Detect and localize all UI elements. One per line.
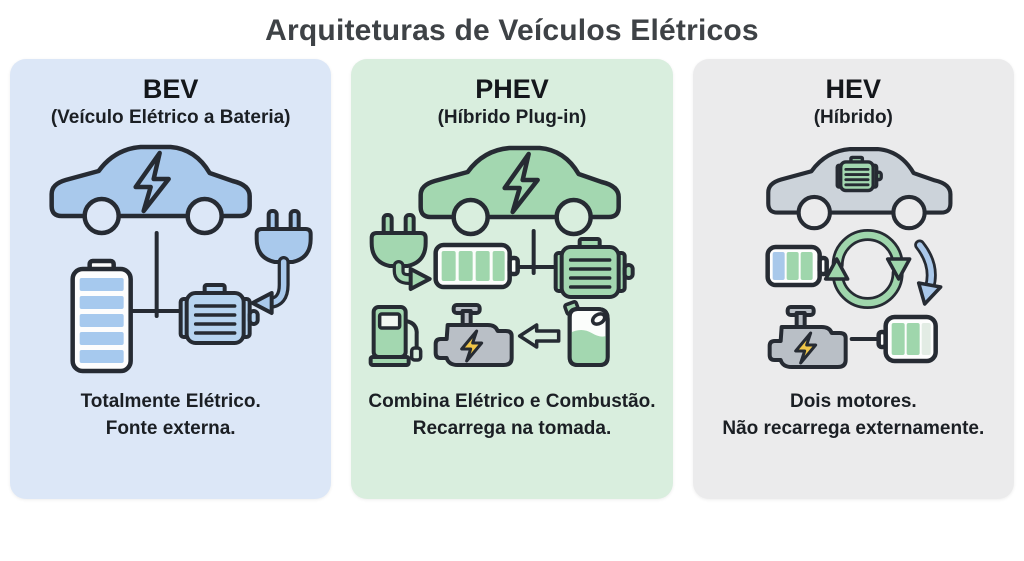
panel-phev-acronym: PHEV	[475, 74, 549, 104]
electric-car-icon	[49, 144, 252, 235]
panel-hev-subtitle: (Híbrido)	[813, 107, 893, 129]
panel-hev-desc-line1: Dois motores.	[789, 390, 917, 412]
bev-diagram	[49, 144, 313, 373]
energy-cycle-arrows-icon	[823, 228, 912, 309]
panel-hev-description: Dois motores. Não recarrega externamente…	[693, 389, 1014, 443]
combustion-engine-icon	[767, 304, 848, 369]
inner-motor-icon	[835, 155, 883, 192]
electric-motor-icon	[178, 282, 260, 345]
charging-plug-icon	[250, 208, 313, 315]
panel-hev-acronym: HEV	[825, 74, 882, 104]
battery-icon	[70, 258, 133, 373]
arrow-right-icon	[408, 266, 432, 291]
panel-phev: PHEV (Híbrido Plug-in)	[351, 59, 673, 499]
fuel-pump-icon	[368, 304, 423, 367]
panel-hev: HEV (Híbrido)	[692, 59, 1014, 499]
phev-connector-lines	[516, 228, 556, 275]
panel-bev-description: Totalmente Elétrico. Fonte externa.	[10, 389, 331, 443]
arrow-left-icon	[250, 290, 274, 315]
battery-icon	[433, 242, 521, 289]
page-title: Arquiteturas de Veículos Elétricos	[265, 14, 759, 47]
panel-bev-desc-line1: Totalmente Elétrico.	[80, 390, 261, 412]
electric-car-icon	[418, 145, 622, 236]
lightning-bolt-icon	[133, 150, 171, 213]
hybrid-car-icon	[765, 146, 953, 230]
fuel-canister-icon	[563, 299, 610, 367]
charging-plug-icon	[369, 212, 432, 291]
panel-bev: BEV (Veículo Elétrico a Bateria)	[10, 59, 332, 499]
electric-motor-icon	[553, 236, 635, 299]
lightning-bolt-icon	[502, 151, 541, 214]
panel-phev-desc-line1: Combina Elétrico e Combustão.	[368, 390, 656, 412]
arrow-left-icon	[518, 322, 561, 349]
battery-icon	[876, 314, 938, 363]
lightning-bolt-icon	[460, 329, 484, 363]
phev-diagram	[368, 145, 635, 367]
battery-icon	[765, 244, 829, 287]
panel-hev-desc-line2: Não recarrega externamente.	[722, 417, 985, 439]
lightning-bolt-icon	[793, 331, 817, 365]
panel-phev-description: Combina Elétrico e Combustão. Recarrega …	[351, 389, 672, 443]
panel-bev-desc-line2: Fonte externa.	[105, 417, 236, 439]
bev-connector-lines	[130, 230, 183, 318]
hev-diagram	[765, 146, 953, 369]
panel-phev-desc-line2: Recarrega na tomada.	[412, 417, 612, 439]
blue-down-arrow-icon	[913, 239, 943, 306]
combustion-engine-icon	[433, 302, 514, 367]
panel-bev-acronym: BEV	[142, 74, 199, 104]
panel-bev-subtitle: (Veículo Elétrico a Bateria)	[50, 107, 291, 129]
panel-phev-subtitle: (Híbrido Plug-in)	[437, 107, 587, 129]
panels-row: BEV (Veículo Elétrico a Bateria)	[0, 59, 1024, 499]
